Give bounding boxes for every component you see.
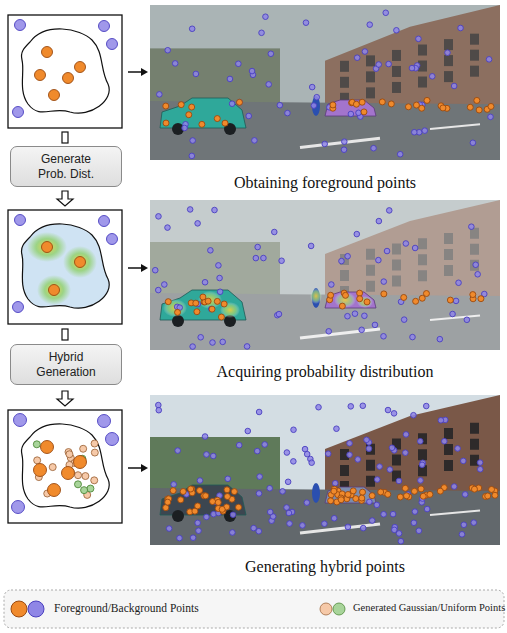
image-panel: Obtaining foreground points <box>150 5 500 193</box>
legend: Foreground/Background Points Generated Ga… <box>5 591 505 627</box>
image-panel: Acquiring probability distribution <box>150 200 500 382</box>
box-label: Generate Prob. Dist. <box>33 152 99 181</box>
image-caption: Acquiring probability distribution <box>150 362 500 382</box>
legend-text: Foreground/Background Points <box>54 602 199 614</box>
process-box: Generate Prob. Dist. <box>10 146 122 187</box>
image-caption: Generating hybrid points <box>150 557 500 577</box>
box-label: Hybrid Generation <box>33 350 99 379</box>
process-box: Hybrid Generation <box>10 344 122 385</box>
image-caption: Obtaining foreground points <box>150 173 500 193</box>
image-panel: Generating hybrid points <box>150 395 500 577</box>
schematic-panels <box>8 15 148 523</box>
legend-text: Generated Gaussian/Uniform Points <box>353 602 505 613</box>
street-images <box>150 5 500 545</box>
